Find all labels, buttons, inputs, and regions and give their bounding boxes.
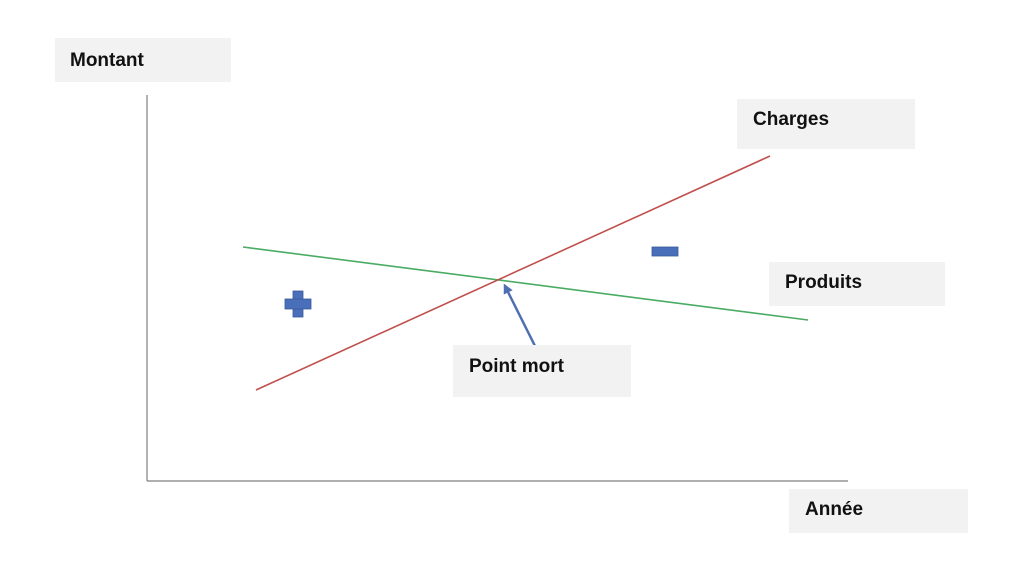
x-axis-label: Année xyxy=(789,489,968,533)
produits-line xyxy=(242,246,809,321)
charges-label: Charges xyxy=(737,99,915,149)
point-mort-label: Point mort xyxy=(453,345,631,397)
produits-label: Produits xyxy=(769,262,945,306)
y-axis-label: Montant xyxy=(55,38,231,82)
point-mort-arrow xyxy=(503,283,537,347)
charges-line xyxy=(255,155,771,391)
plus-sign-icon xyxy=(284,290,312,318)
minus-sign-icon xyxy=(651,246,679,257)
